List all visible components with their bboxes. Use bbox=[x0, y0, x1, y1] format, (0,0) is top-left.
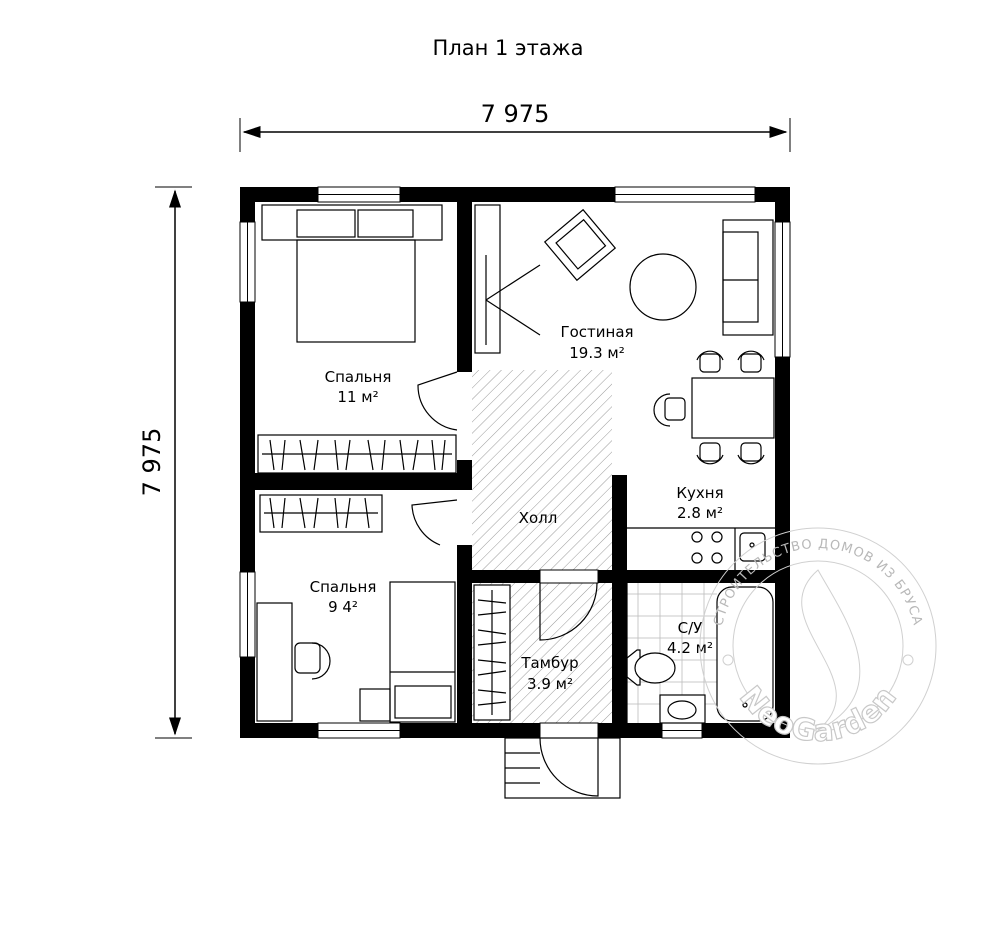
bed-double bbox=[261, 204, 443, 343]
svg-text:NeoGarden: NeoGarden bbox=[732, 680, 903, 750]
room-area: 11 м² bbox=[337, 388, 378, 406]
room-name: Холл bbox=[519, 509, 558, 527]
room-area: 4.2 м² bbox=[667, 639, 713, 657]
room-labels: Спальня 11 м² Гостиная 19.3 м² Холл Кухн… bbox=[310, 323, 724, 693]
desk-and-bed bbox=[256, 581, 456, 723]
room-name: Гостиная bbox=[560, 323, 633, 341]
tambur-wardrobe bbox=[473, 584, 511, 721]
room-name: Тамбур bbox=[520, 654, 578, 672]
room-area: 9 4² bbox=[328, 598, 358, 616]
room-area: 19.3 м² bbox=[569, 344, 625, 362]
room-name: С/У bbox=[678, 619, 703, 637]
room-name: Спальня bbox=[325, 368, 392, 386]
bathroom-fixtures bbox=[626, 583, 774, 724]
plan-title: План 1 этажа bbox=[433, 36, 584, 60]
windows bbox=[239, 186, 791, 739]
kitchen-counter bbox=[627, 527, 775, 570]
room-area: 2.8 м² bbox=[677, 504, 723, 522]
doors bbox=[411, 371, 599, 797]
wardrobe-2 bbox=[259, 494, 383, 533]
room-name: Спальня bbox=[310, 578, 377, 596]
room-name: Кухня bbox=[676, 484, 723, 502]
hall-floor bbox=[472, 370, 612, 570]
height-dimension: 7 975 bbox=[138, 186, 192, 739]
height-label: 7 975 bbox=[138, 428, 166, 497]
watermark-brand: NeoGarden bbox=[732, 679, 905, 750]
entrance-stairs bbox=[504, 737, 621, 799]
room-area: 3.9 м² bbox=[527, 675, 573, 693]
width-dimension: 7 975 bbox=[239, 100, 791, 152]
living-furniture bbox=[474, 204, 775, 465]
wardrobe bbox=[257, 434, 457, 474]
width-label: 7 975 bbox=[481, 100, 550, 128]
